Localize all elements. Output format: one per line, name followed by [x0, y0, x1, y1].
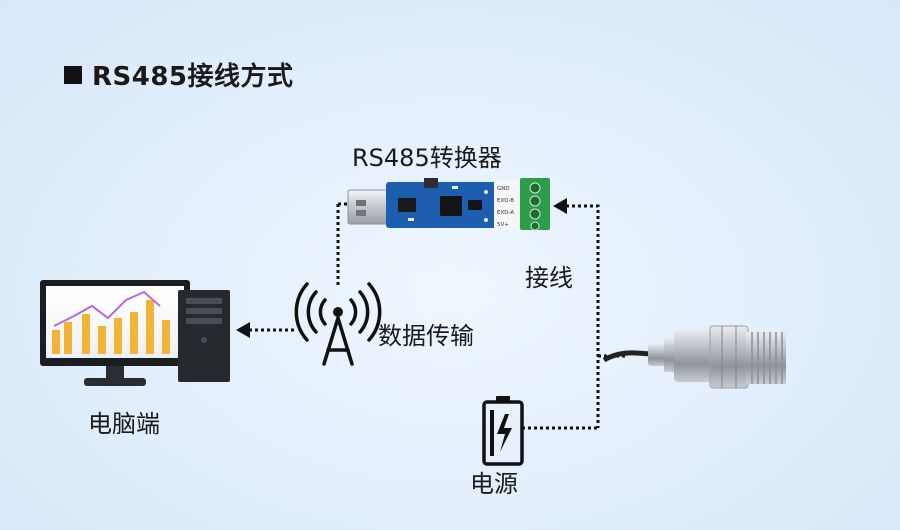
page-title: RS485接线方式	[64, 56, 294, 93]
label-converter: RS485转换器	[352, 144, 502, 172]
label-data-transmission: 数据传输	[378, 322, 474, 350]
antenna-icon	[294, 282, 382, 366]
label-wiring: 接线	[525, 264, 573, 292]
pressure-sensor-icon	[602, 325, 786, 389]
label-computer: 电脑端	[88, 410, 160, 438]
arrow-to-computer	[236, 322, 250, 338]
usb-converter-icon	[347, 178, 550, 231]
arrow-to-terminal	[553, 198, 567, 214]
battery-icon	[482, 396, 524, 466]
pin-gnd: GND	[497, 186, 510, 192]
line-terminal-to-wiring	[566, 204, 600, 428]
screen-chart-bars	[52, 300, 170, 354]
title-text: RS485接线方式	[92, 62, 294, 92]
pin-b: EXD-B	[497, 198, 514, 204]
screen-chart-line	[53, 290, 161, 327]
terminal-pin-labels: GND EXD-B EXD-A 5V+	[497, 186, 514, 228]
title-bullet	[64, 65, 82, 84]
pin-5v: 5V+	[497, 222, 509, 228]
computer-icon	[40, 280, 230, 386]
pin-a: EXD-A	[497, 210, 514, 216]
label-power: 电源	[470, 470, 518, 498]
